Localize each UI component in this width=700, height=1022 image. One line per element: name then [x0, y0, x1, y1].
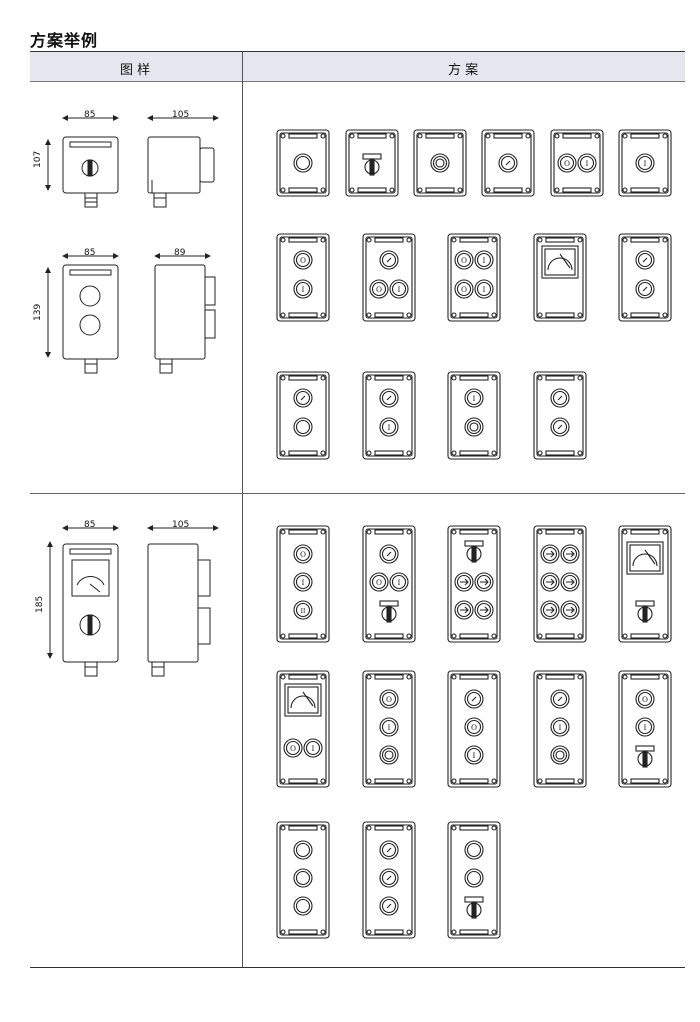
svg-text:I: I [398, 578, 401, 587]
scheme-top-3 [481, 129, 535, 197]
scheme-b1-3 [533, 525, 587, 643]
dim-height-1: 107 [33, 150, 43, 168]
svg-text:I: I [473, 394, 476, 403]
svg-text:O: O [300, 256, 306, 265]
svg-text:II: II [301, 607, 306, 615]
svg-text:I: I [644, 159, 647, 168]
scheme-b3-1 [362, 821, 416, 939]
scheme-b2-2: OI [447, 670, 501, 788]
scheme-top-5: I [618, 129, 672, 197]
svg-text:O: O [642, 695, 648, 704]
scheme-r3-2: I [447, 371, 501, 460]
svg-text:I: I [644, 723, 647, 732]
header-col-drawing: 图 样 [120, 63, 151, 78]
row-divider [30, 493, 685, 494]
scheme-top-2 [413, 129, 467, 197]
scheme-b3-0 [276, 821, 330, 939]
svg-text:O: O [461, 285, 467, 294]
scheme-top-0 [276, 129, 330, 197]
svg-text:I: I [312, 744, 315, 753]
dim-depth-1: 105 [172, 110, 190, 120]
scheme-b1-4 [618, 525, 672, 643]
dim-width-1: 85 [84, 110, 96, 120]
svg-text:I: I [388, 723, 391, 732]
svg-text:O: O [376, 285, 382, 294]
section-title: 方案举例 [30, 31, 99, 50]
svg-text:O: O [461, 256, 467, 265]
column-divider [242, 51, 243, 968]
dim-depth-2: 89 [174, 248, 186, 258]
svg-text:O: O [300, 550, 306, 559]
svg-text:I: I [586, 159, 589, 168]
svg-text:O: O [376, 578, 382, 587]
scheme-r3-3 [533, 371, 587, 460]
svg-text:I: I [398, 285, 401, 294]
scheme-b3-2 [447, 821, 501, 939]
svg-text:O: O [564, 159, 570, 168]
svg-text:I: I [483, 256, 486, 265]
dim-height-2: 139 [33, 303, 43, 321]
dimension-drawings [45, 115, 219, 677]
scheme-b2-1: OI [362, 670, 416, 788]
table-bottom-line [30, 967, 685, 968]
table-header: 图 样 方 案 [30, 51, 685, 82]
dim-depth-3: 105 [172, 520, 190, 530]
scheme-b1-2 [447, 525, 501, 643]
scheme-b2-4: OI [618, 670, 672, 788]
svg-text:I: I [388, 423, 391, 432]
scheme-top-1 [345, 129, 399, 197]
dim-height-3: 185 [35, 595, 45, 613]
svg-text:I: I [302, 285, 305, 294]
svg-text:O: O [290, 744, 296, 753]
svg-text:O: O [471, 723, 477, 732]
scheme-b2-3: I [533, 670, 587, 788]
svg-text:I: I [559, 723, 562, 732]
scheme-r2-0: OI [276, 233, 330, 322]
svg-text:O: O [386, 695, 392, 704]
header-col-schemes: 方 案 [448, 63, 479, 78]
scheme-r2-3 [533, 233, 587, 322]
scheme-r3-1: I [362, 371, 416, 460]
svg-text:I: I [473, 751, 476, 760]
svg-text:I: I [483, 285, 486, 294]
scheme-r3-0 [276, 371, 330, 460]
dim-width-3: 85 [84, 520, 96, 530]
scheme-r2-2: O I O I [447, 233, 501, 322]
dim-width-2: 85 [84, 248, 96, 258]
svg-text:I: I [302, 578, 305, 587]
scheme-r2-4 [618, 233, 672, 322]
